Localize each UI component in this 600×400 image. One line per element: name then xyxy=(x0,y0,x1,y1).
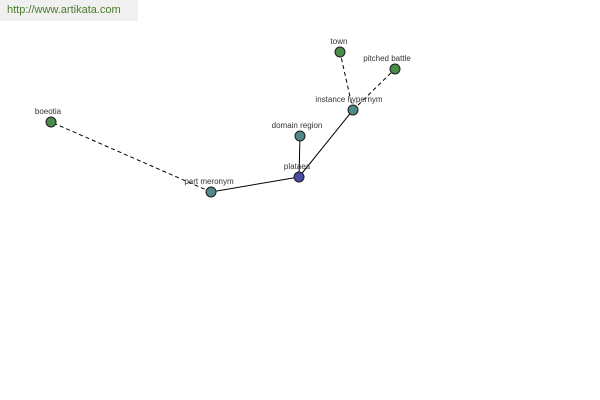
artikata-link[interactable]: http://www.artikata.com xyxy=(7,4,121,16)
node-label-instance-hypernym[interactable]: instance hypernym xyxy=(315,95,382,104)
edge-part-meronym-to-boeotia xyxy=(50,121,212,193)
node-town[interactable] xyxy=(334,46,346,58)
node-label-pitched-battle[interactable]: pitched battle xyxy=(363,54,411,63)
edge-plataea-to-part-meronym xyxy=(210,176,300,193)
node-label-domain-region[interactable]: domain region xyxy=(272,121,323,130)
node-part-meronym[interactable] xyxy=(205,186,217,198)
edge-instance-hypernym-to-town xyxy=(339,51,354,111)
url-bar: http://www.artikata.com xyxy=(0,0,138,21)
edge-instance-hypernym-to-pitched-battle xyxy=(352,68,396,111)
node-boeotia[interactable] xyxy=(45,116,57,128)
node-pitched-battle[interactable] xyxy=(389,63,401,75)
node-plataea[interactable] xyxy=(293,171,305,183)
edge-plataea-to-instance-hypernym xyxy=(298,109,354,178)
node-label-boeotia[interactable]: boeotia xyxy=(35,107,62,116)
node-label-part-meronym[interactable]: part meronym xyxy=(184,177,234,186)
node-label-town[interactable]: town xyxy=(331,37,348,46)
node-domain-region[interactable] xyxy=(294,130,306,142)
edge-plataea-to-domain-region xyxy=(298,135,301,178)
node-label-plataea[interactable]: plataea xyxy=(284,162,311,171)
node-instance-hypernym[interactable] xyxy=(347,104,359,116)
